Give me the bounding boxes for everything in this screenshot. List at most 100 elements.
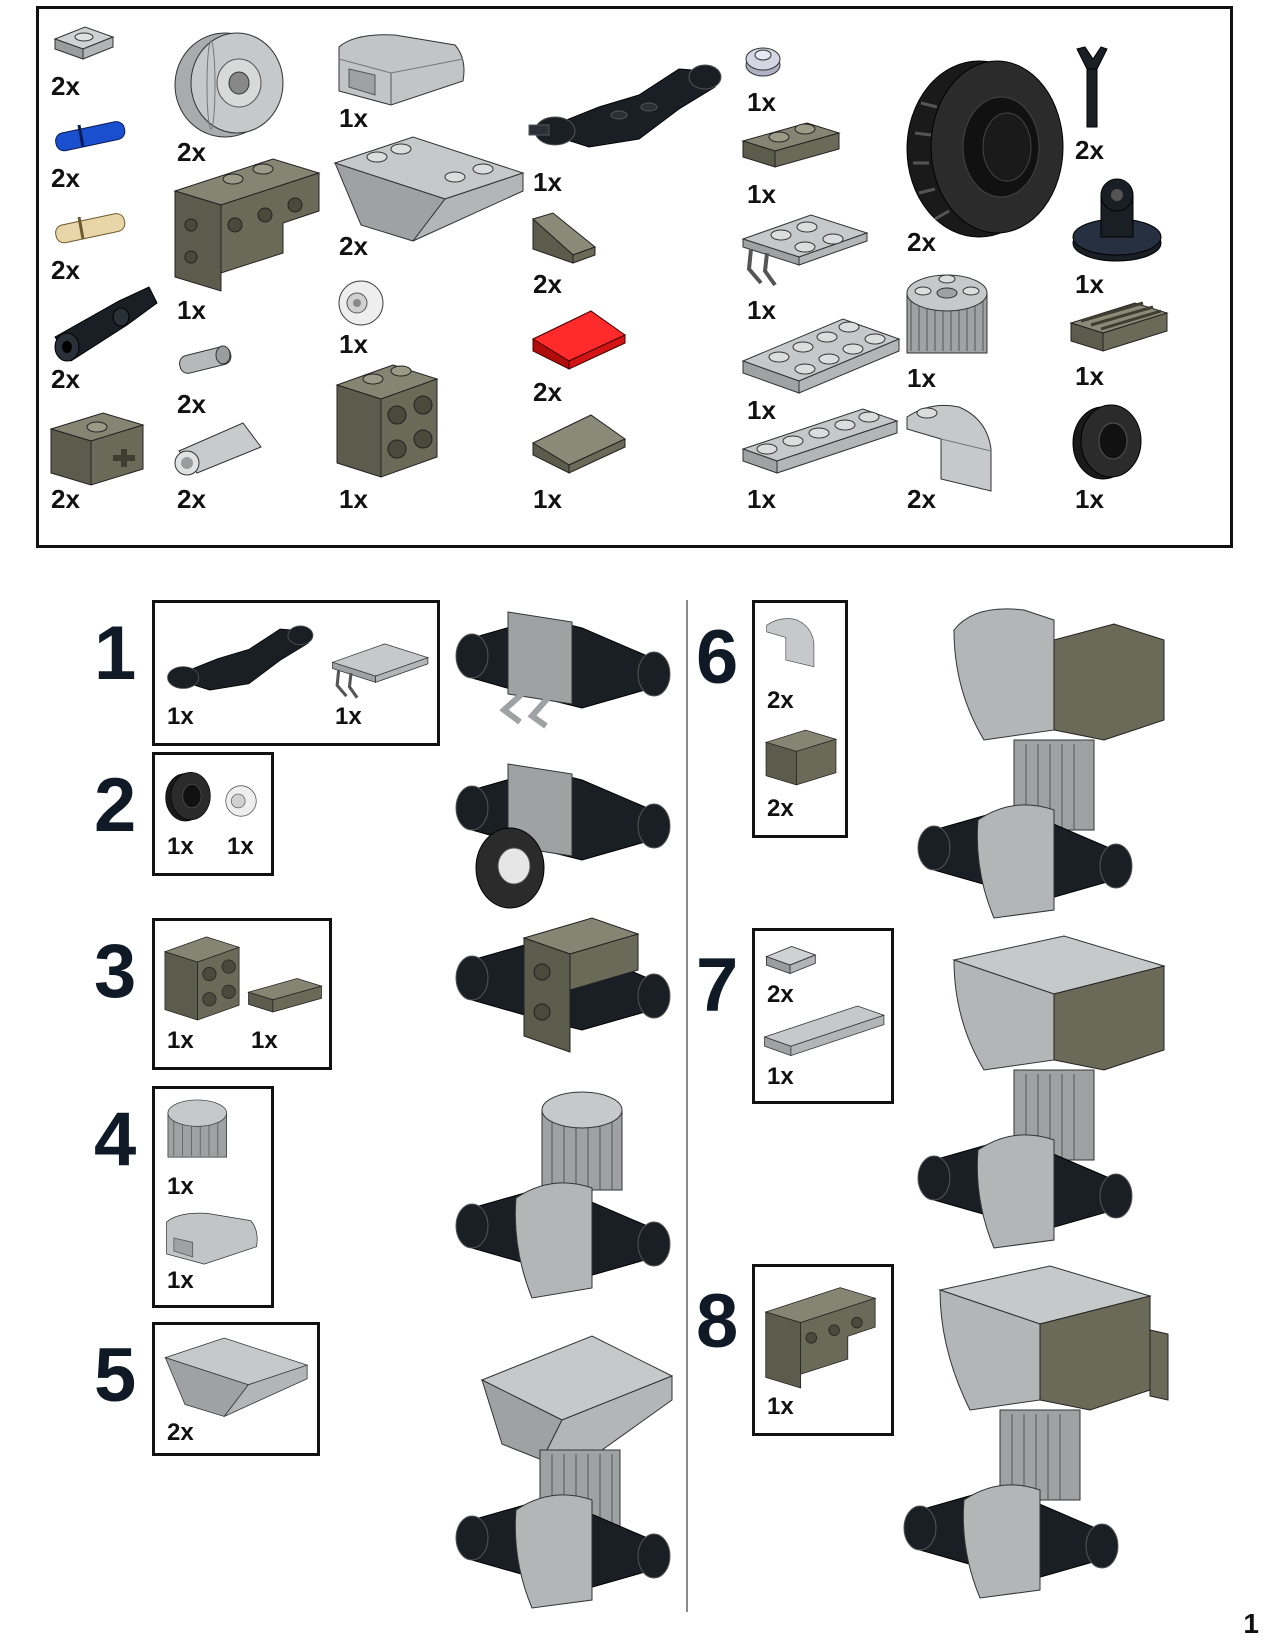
inverted-slope-icon [333, 136, 525, 242]
step-2-qty-a: 1x [167, 833, 194, 860]
tan-pin-icon [55, 213, 126, 244]
step-2-parts-box: 1x 1x [152, 752, 274, 876]
qty-curved-brick: 2x [907, 484, 936, 514]
step-7-parts-box: 2x 1x [752, 928, 894, 1104]
qty-pin-small: 2x [177, 389, 206, 419]
qty-technic-angle: 2x [51, 364, 80, 394]
qty-plate-1x1: 2x [51, 71, 80, 101]
step-3-number: 3 [94, 929, 137, 1014]
qty-brick-axle: 2x [51, 484, 80, 514]
step-5-qty-a: 2x [167, 1419, 194, 1446]
wheel-rim-icon [174, 32, 284, 138]
step-4-assembly-icon [455, 1091, 671, 1299]
axle-holder-icon [167, 625, 314, 691]
step-2-assembly-icon [455, 763, 671, 909]
axle-holder-icon [528, 64, 722, 148]
curved-brick-icon [906, 404, 992, 492]
step-3-qty-b: 1x [251, 1027, 278, 1054]
brick-axle-hole-icon [764, 729, 838, 786]
page-number: 1 [1243, 1608, 1259, 1639]
qty-pin-connector: 2x [177, 484, 206, 514]
step-8-parts-box: 1x [752, 1264, 894, 1436]
qty-slope-red: 2x [533, 377, 562, 407]
step-5-parts-box: 2x [152, 1322, 320, 1456]
small-tire-icon [165, 771, 211, 822]
step-5-assembly-icon [455, 1335, 674, 1609]
curved-slope-icon [166, 1212, 258, 1265]
plate-1x6-icon [763, 1005, 886, 1057]
qty-plate-1x6: 1x [747, 484, 776, 514]
gear-cylinder-icon [906, 274, 988, 354]
bracket-plate-icon [335, 364, 439, 478]
plate-2x4-icon [741, 318, 901, 394]
qty-antenna: 2x [1075, 135, 1104, 165]
qty-plate-1x2: 1x [747, 179, 776, 209]
qty-pin-tan: 2x [51, 255, 80, 285]
qty-grille: 1x [1075, 361, 1104, 391]
qty-plate-clip: 1x [747, 295, 776, 325]
step-1-qty-b: 1x [335, 703, 362, 730]
qty-tire-large: 2x [907, 227, 936, 257]
step-7-assembly-icon [917, 935, 1166, 1249]
plate-1x1-icon [765, 946, 817, 975]
round-plate-icon [745, 47, 781, 77]
technic-angle-connector-icon [54, 286, 158, 362]
blue-pin-icon [55, 121, 126, 152]
qty-slope-dark: 2x [533, 269, 562, 299]
step-8-assembly-icon [903, 1265, 1169, 1599]
qty-round-plate: 1x [747, 87, 776, 117]
step-6-qty-a: 2x [767, 687, 794, 714]
curved-brick-icon [766, 618, 815, 668]
step-6-number: 6 [696, 615, 739, 700]
plate-clip-icon [331, 643, 430, 699]
antenna-icon [1076, 46, 1108, 128]
step-8-number: 8 [696, 1279, 739, 1364]
qty-wheel-small: 1x [339, 329, 368, 359]
step-7-number: 7 [696, 943, 739, 1028]
qty-bracket-brick: 1x [177, 295, 206, 325]
step-3-qty-a: 1x [167, 1027, 194, 1054]
qty-plate-2x4: 1x [747, 395, 776, 425]
step-1-number: 1 [94, 611, 137, 696]
pin-connector-icon [174, 422, 262, 476]
qty-turntable: 1x [1075, 269, 1104, 299]
step-3-parts-box: 1x 1x [152, 918, 332, 1070]
step-8-qty-a: 1x [767, 1393, 794, 1420]
grille-tile-icon [1069, 301, 1169, 352]
qty-wheel-rim: 2x [177, 137, 206, 167]
step-1-parts-box: 1x 1x [152, 600, 440, 746]
step-6-qty-b: 2x [767, 795, 794, 822]
step-1-qty-a: 1x [167, 703, 194, 730]
small-wheel-icon [225, 785, 257, 817]
step-4-number: 4 [94, 1097, 137, 1182]
qty-inverted-slope: 2x [339, 231, 368, 261]
plate-1x6-icon [741, 408, 899, 474]
step-3-assembly-icon [455, 917, 671, 1053]
small-pin-icon [179, 345, 232, 374]
step-4-qty-b: 1x [167, 1267, 194, 1294]
turntable-icon [1072, 178, 1162, 262]
bracket-brick-icon [173, 158, 321, 292]
large-tire-icon [906, 60, 1064, 238]
plate-1x2-icon [247, 978, 323, 1013]
dark-slope-wide-icon [531, 414, 626, 474]
red-slope-icon [531, 310, 626, 370]
step-6-assembly-icon [917, 608, 1165, 919]
plate-clip-icon [741, 214, 869, 287]
step-4-parts-box: 1x 1x [152, 1086, 274, 1308]
step-4-qty-a: 1x [167, 1173, 194, 1200]
column-divider [686, 600, 688, 1612]
dark-slope-icon [532, 212, 597, 264]
bracket-plate-icon [163, 936, 241, 1021]
gear-cylinder-icon [167, 1099, 227, 1158]
step-5-number: 5 [94, 1333, 137, 1418]
step-7-qty-a: 2x [767, 981, 794, 1008]
plate-1x1-icon [53, 26, 115, 60]
small-tire-icon [1072, 404, 1142, 480]
qty-axle-holder: 1x [533, 167, 562, 197]
inverted-slope-icon [164, 1337, 309, 1417]
brick-axle-hole-icon [49, 412, 145, 486]
qty-pin-blue: 2x [51, 163, 80, 193]
step-6-parts-box: 2x 2x [752, 600, 848, 838]
qty-curved-slope: 1x [339, 103, 368, 133]
